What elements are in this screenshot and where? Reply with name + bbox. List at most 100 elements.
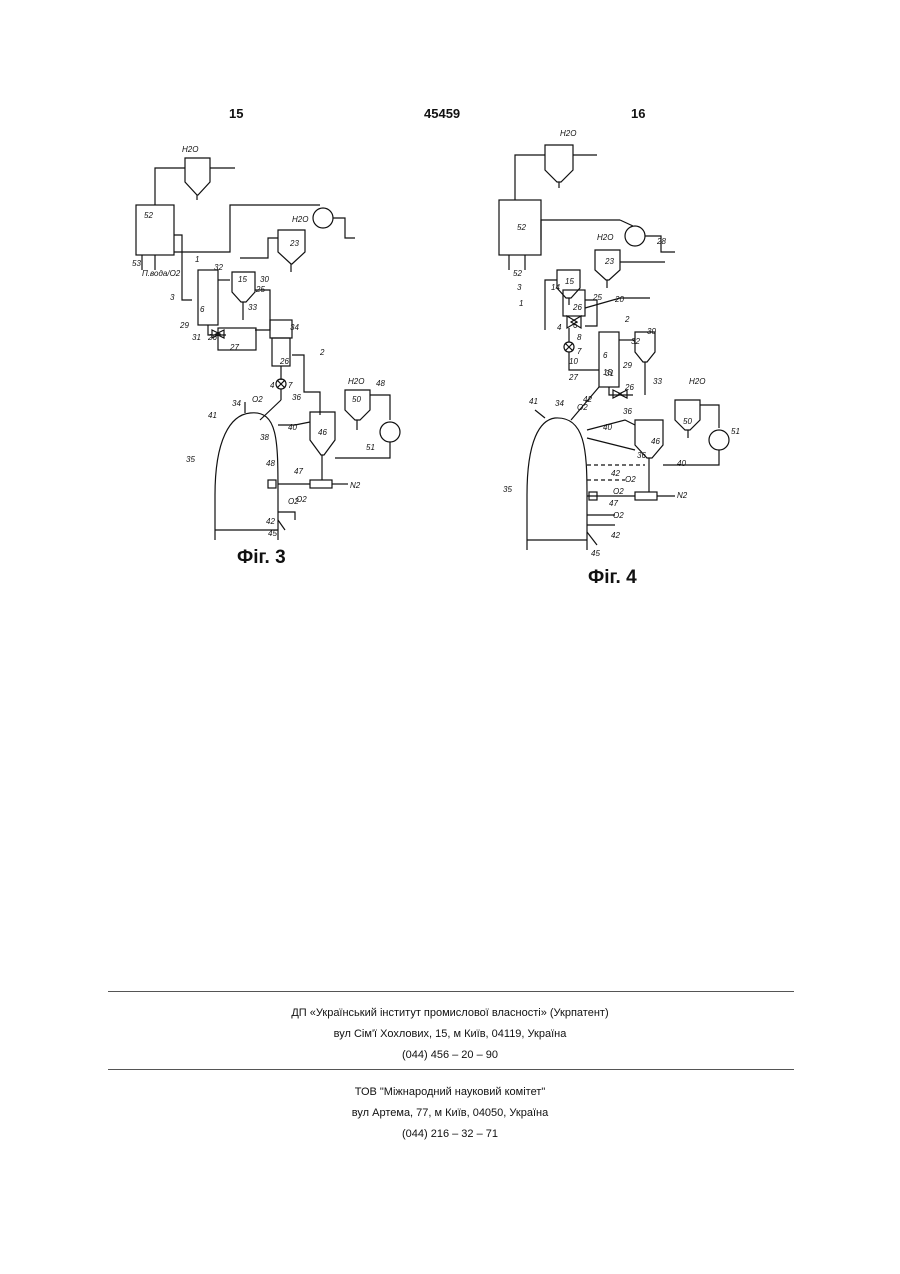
diagram-ref-label: 26	[624, 383, 634, 392]
diagram-ref-label: O2	[613, 487, 624, 496]
diagram-ref-label: 32	[631, 337, 640, 346]
org2-name: ТОВ "Міжнародний науковий комітет"	[0, 1086, 900, 1098]
diagram-ref-label: 40	[603, 423, 612, 432]
diagram-ref-label: 36	[637, 451, 646, 460]
diagram-ref-label: 50	[683, 417, 692, 426]
diagram-ref-label: 30	[260, 275, 269, 284]
diagram-ref-label: 23	[289, 239, 299, 248]
diagram-ref-label: 29	[179, 321, 189, 330]
diagram-ref-label: П.вода/O2	[142, 269, 181, 278]
page-number-left: 15	[229, 106, 243, 121]
diagram-ref-label: 6	[603, 351, 608, 360]
diagram-ref-label: 31	[605, 369, 614, 378]
diagram-ref-label: 1	[519, 299, 523, 308]
diagram-ref-label: 34	[555, 399, 564, 408]
diagram-ref-label: 36	[623, 407, 632, 416]
diagram-ref-label: 2	[624, 315, 630, 324]
diagram-ref-label: 52	[513, 269, 522, 278]
diagram-ref-label: H2O	[348, 377, 364, 386]
diagram-ref-label: 14	[551, 283, 560, 292]
diagram-ref-label: 41	[208, 411, 217, 420]
footer-divider-top	[108, 991, 794, 992]
diagram-ref-label: 25	[255, 285, 265, 294]
diagram-ref-label: 4	[557, 323, 562, 332]
diagram-ref-label: 53	[132, 259, 141, 268]
diagram-ref-label: 51	[366, 443, 375, 452]
diagram-ref-label: 28	[656, 237, 666, 246]
diagram-ref-label: 26	[207, 333, 217, 342]
diagram-ref-label: 1	[195, 255, 199, 264]
diagram-ref-label: 15	[565, 277, 574, 286]
diagram-ref-label: 27	[568, 373, 578, 382]
diagram-ref-label: 33	[653, 377, 662, 386]
diagram-ref-label: 3	[517, 283, 522, 292]
diagram-ref-label: 15	[238, 275, 247, 284]
diagram-ref-label: N2	[350, 481, 361, 490]
diagram-ref-label: N2	[677, 491, 688, 500]
diagram-ref-label: 34	[232, 399, 241, 408]
diagram-ref-label: H2O	[292, 215, 308, 224]
diagram-ref-label: 33	[248, 303, 257, 312]
diagram-ref-label: H2O	[560, 129, 576, 138]
diagram-ref-label: 52	[144, 211, 153, 220]
diagram-ref-label: 42	[583, 395, 592, 404]
diagram-ref-label: 42	[266, 517, 275, 526]
diagram-ref-label: O2	[252, 395, 263, 404]
footer-divider-middle	[108, 1069, 794, 1070]
diagram-ref-label: 47	[294, 467, 303, 476]
diagram-ref-label: 46	[651, 437, 660, 446]
page-number-right: 16	[631, 106, 645, 121]
diagram-ref-label: 52	[517, 223, 526, 232]
diagram-ref-label: 45	[591, 549, 600, 558]
diagram-ref-label: 32	[214, 263, 223, 272]
diagram-ref-label: 47	[609, 499, 618, 508]
diagram-ref-label: 7	[288, 381, 293, 390]
diagram-ref-label: 23	[604, 257, 614, 266]
diagram-ref-label: 26	[572, 303, 582, 312]
patent-number: 45459	[424, 106, 460, 121]
diagram-ref-label: 6	[200, 305, 205, 314]
diagram-ref-label: 46	[318, 428, 327, 437]
org2-phone: (044) 216 – 32 – 71	[0, 1128, 900, 1140]
diagram-ref-label: H2O	[689, 377, 705, 386]
diagram-ref-label: 34	[290, 323, 299, 332]
diagram-ref-label: 7	[577, 347, 582, 356]
diagram-ref-label: H2O	[597, 233, 613, 242]
diagram-ref-label: O2	[288, 497, 299, 506]
diagram-ref-label: 51	[731, 427, 740, 436]
figure-3-diagram: H2O5253П.вода/O213296321530253323H2O3126…	[120, 140, 420, 540]
diagram-ref-label: 29	[622, 361, 632, 370]
diagram-ref-label: 30	[647, 327, 656, 336]
org1-name: ДП «Український інститут промислової вла…	[0, 1007, 900, 1019]
org1-address: вул Сім'ї Хохлових, 15, м Київ, 04119, У…	[0, 1028, 900, 1040]
diagram-ref-label: 50	[352, 395, 361, 404]
diagram-ref-label: 42	[611, 531, 620, 540]
diagram-ref-label: 20	[614, 295, 624, 304]
diagram-ref-label: 35	[503, 485, 512, 494]
diagram-ref-label: 2	[319, 348, 325, 357]
figure-3-caption: Фіг. 3	[237, 547, 286, 569]
diagram-ref-label: 40	[288, 423, 297, 432]
diagram-ref-label: 10	[569, 357, 578, 366]
diagram-ref-label: 42	[611, 469, 620, 478]
diagram-ref-label: 6	[573, 321, 578, 330]
diagram-ref-label: H2O	[182, 145, 198, 154]
diagram-ref-label: 48	[376, 379, 385, 388]
org2-address: вул Артема, 77, м Київ, 04050, Україна	[0, 1107, 900, 1119]
diagram-ref-label: O2	[613, 511, 624, 520]
diagram-ref-label: 26	[279, 357, 289, 366]
diagram-ref-label: 36	[292, 393, 301, 402]
diagram-ref-label: 8	[577, 333, 582, 342]
diagram-ref-label: 4	[270, 381, 275, 390]
diagram-ref-label: 38	[260, 433, 269, 442]
diagram-ref-label: 45	[268, 529, 277, 538]
diagram-ref-label: 27	[229, 343, 239, 352]
figure-4-caption: Фіг. 4	[588, 567, 637, 589]
diagram-ref-label: O2	[577, 403, 588, 412]
diagram-ref-label: 25	[592, 293, 602, 302]
diagram-ref-label: 48	[266, 459, 275, 468]
diagram-ref-label: 41	[529, 397, 538, 406]
diagram-ref-label: 35	[186, 455, 195, 464]
diagram-ref-label: O2	[625, 475, 636, 484]
figure-4-diagram: H2O52523H2O23281514202526146810723230615…	[485, 120, 765, 560]
